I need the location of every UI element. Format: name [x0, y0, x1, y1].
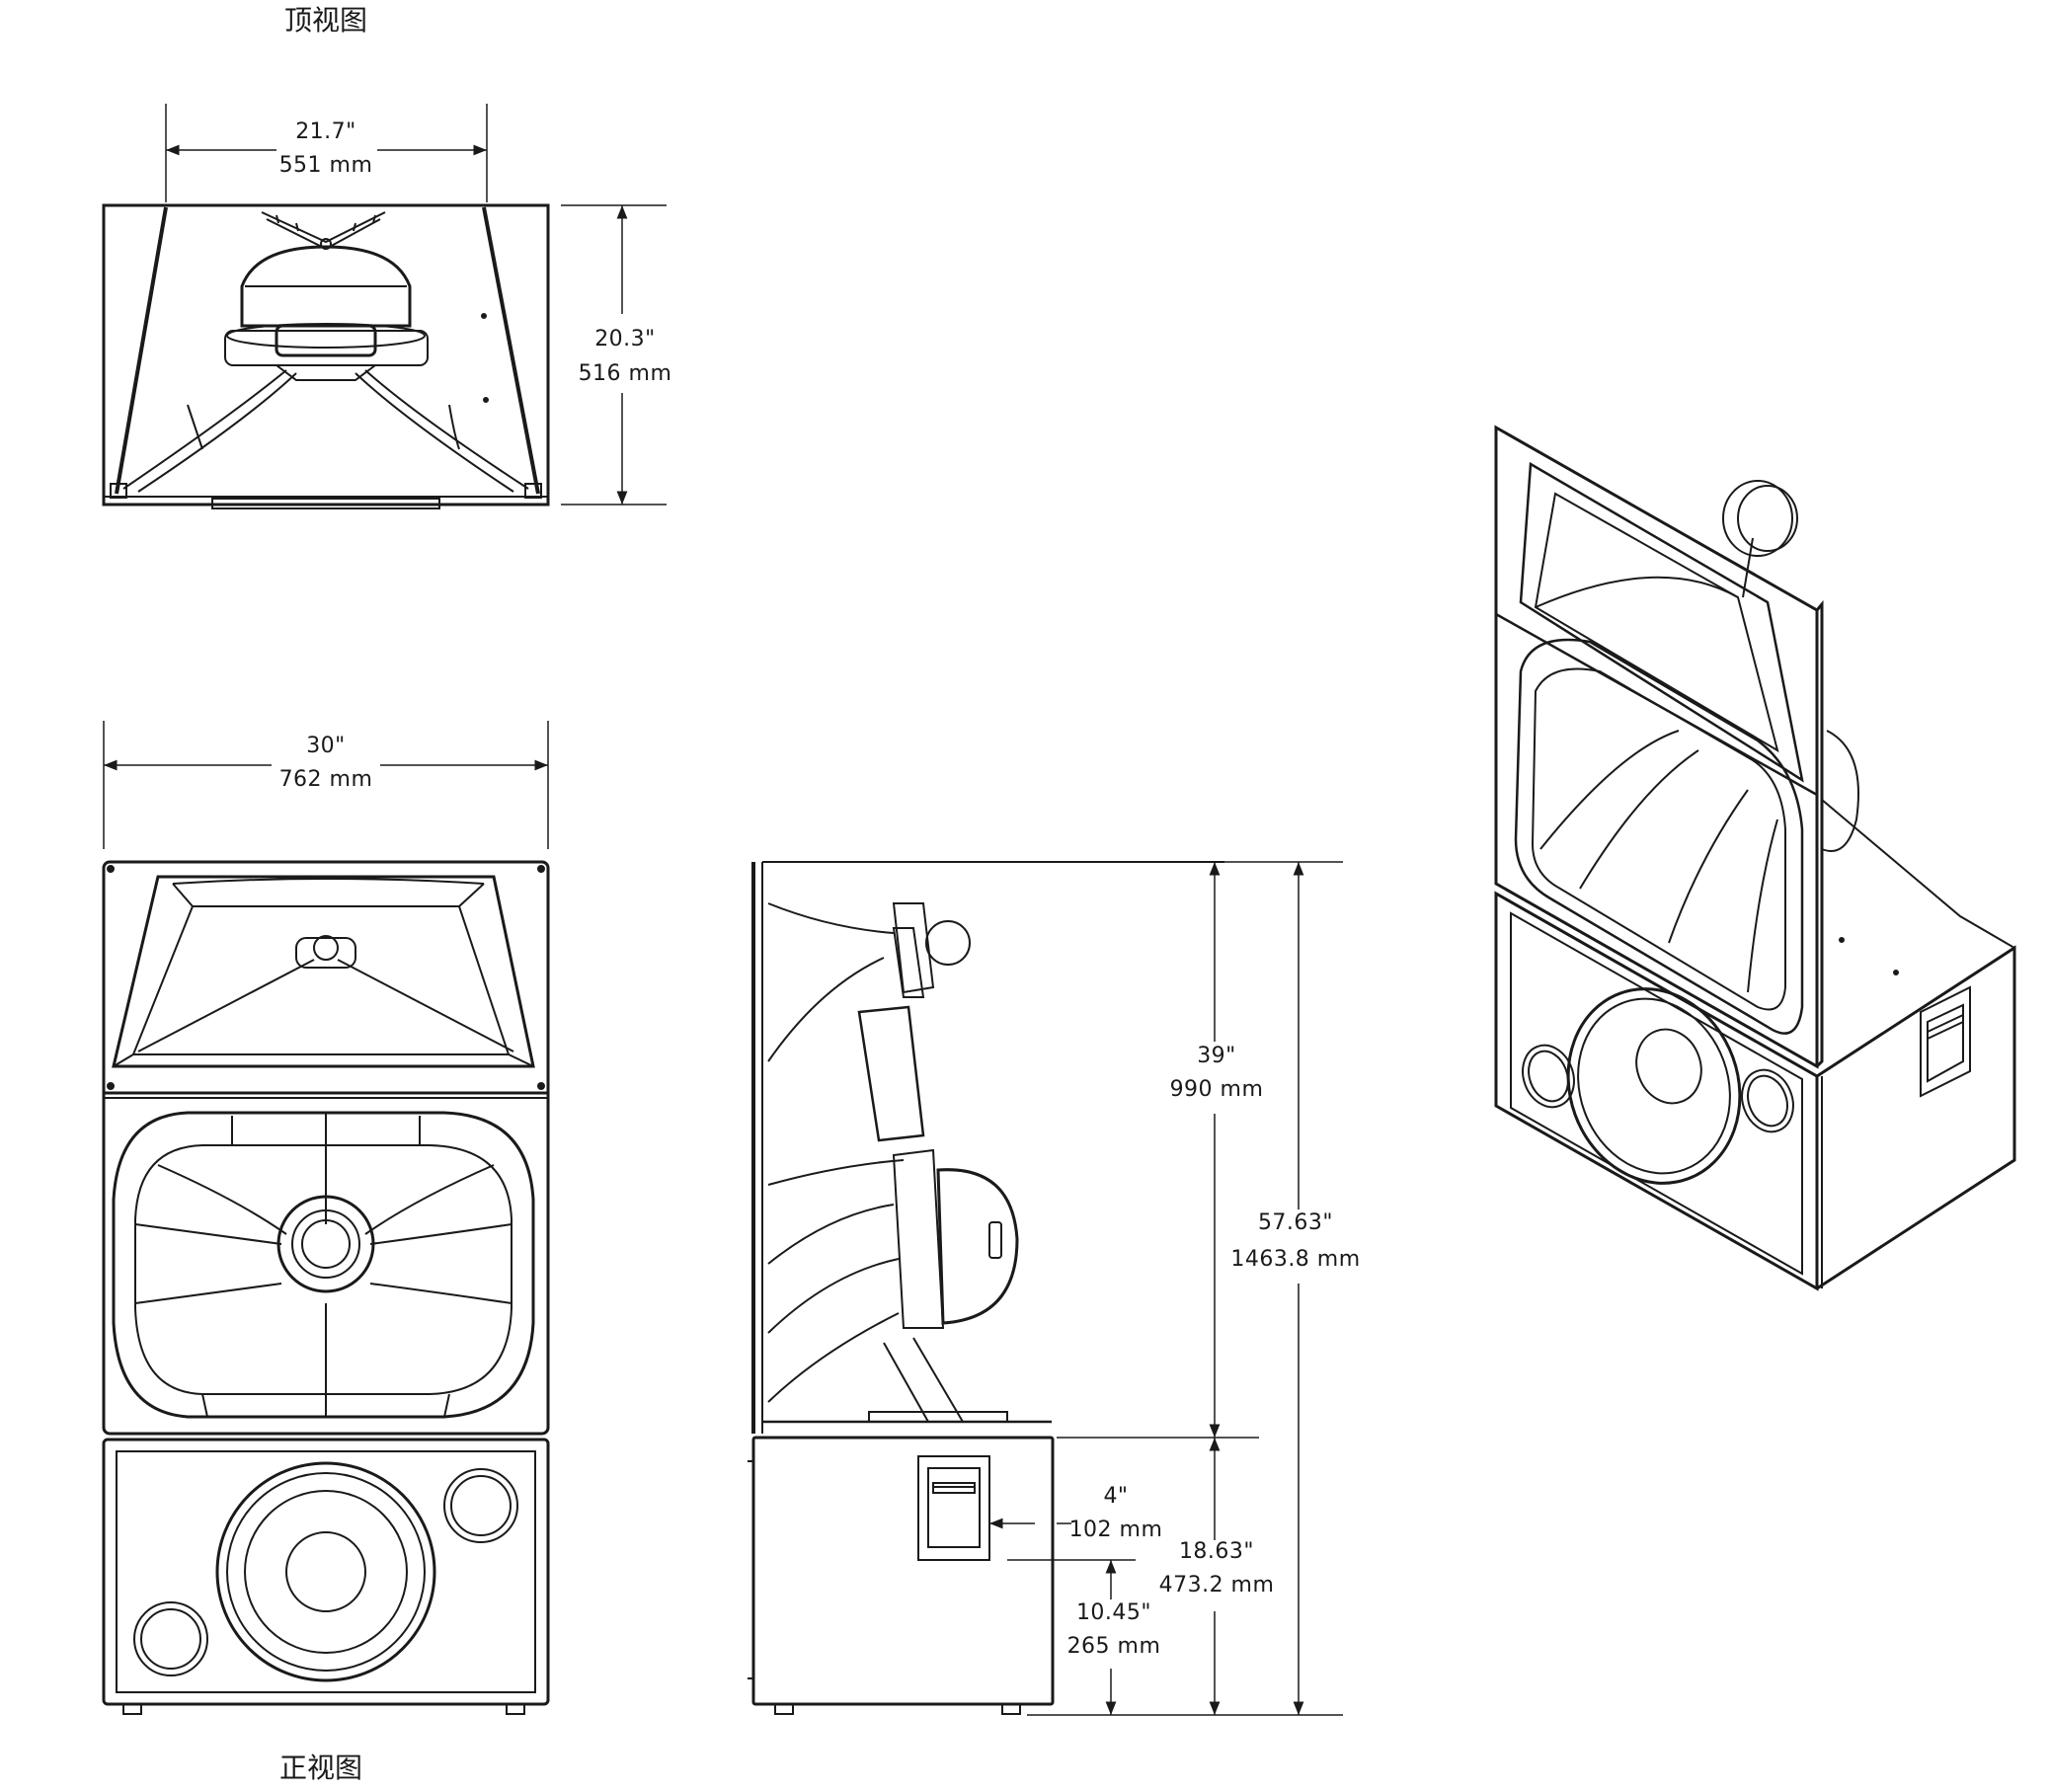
front-width-mm: 762 mm: [279, 767, 373, 792]
total-height-inches: 57.63": [1258, 1210, 1333, 1235]
handle-offset-mm: 102 mm: [1069, 1518, 1163, 1542]
upper-height-mm: 990 mm: [1170, 1077, 1264, 1102]
top-view-title: 顶视图: [284, 4, 367, 37]
top-depth-inches: 20.3": [594, 327, 656, 351]
top-view: [102, 203, 550, 509]
handle-height-mm: 265 mm: [1067, 1634, 1161, 1659]
front-view-title: 正视图: [279, 1752, 362, 1784]
handle-offset-inches: 4": [1103, 1484, 1128, 1509]
isometric-view: [1494, 425, 2016, 1291]
side-view: [748, 861, 1224, 1715]
front-view: [102, 860, 550, 1715]
sub-height-inches: 18.63": [1179, 1539, 1254, 1564]
top-depth-mm: 516 mm: [579, 361, 672, 386]
top-width-mm: 551 mm: [279, 153, 373, 178]
front-width-inches: 30": [306, 734, 346, 758]
total-height-mm: 1463.8 mm: [1230, 1247, 1360, 1272]
front-view-dimensions: [103, 721, 549, 849]
sub-height-mm: 473.2 mm: [1159, 1573, 1275, 1597]
top-view-dimensions: [165, 104, 667, 506]
handle-height-inches: 10.45": [1076, 1600, 1151, 1625]
side-view-dimensions: [989, 861, 1343, 1716]
top-width-inches: 21.7": [295, 119, 356, 144]
upper-height-inches: 39": [1197, 1044, 1236, 1068]
